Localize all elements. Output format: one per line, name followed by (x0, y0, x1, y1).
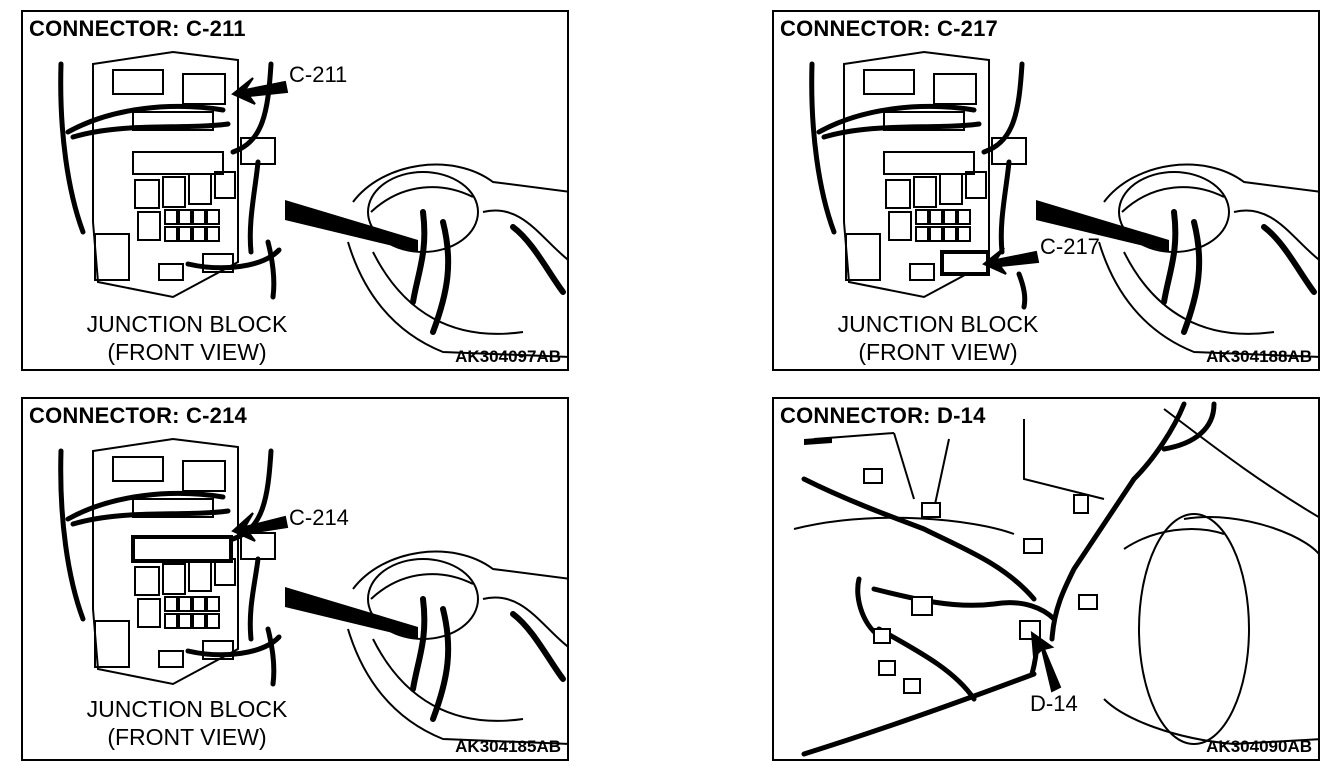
junction-block-line2: (FRONT VIEW) (858, 339, 1018, 365)
connector-callout-label: D-14 (1030, 691, 1078, 716)
panel-connector-c214: CONNECTOR: C-214 C-214 JUNCTION BLOCK (F… (21, 397, 569, 761)
connector-title: CONNECTOR: C-217 (780, 16, 998, 41)
connector-title: CONNECTOR: C-214 (29, 403, 247, 428)
junction-block-label: JUNCTION BLOCK (FRONT VIEW) (57, 310, 317, 366)
wiring-harness-illustration (793, 401, 1318, 757)
view-wedge (285, 200, 418, 252)
panel-connector-c211: CONNECTOR: C-211 C-211 JUNCTION BLOCK (F… (21, 10, 569, 371)
panel-connector-c217: CONNECTOR: C-217 C-217 JUNCTION BLOCK (F… (772, 10, 1320, 371)
connector-callout-label: C-217 (1040, 234, 1100, 259)
junction-block-line1: JUNCTION BLOCK (86, 696, 288, 722)
connector-callout-label: C-211 (289, 62, 348, 87)
junction-block-line1: JUNCTION BLOCK (837, 311, 1039, 337)
figure-code: AK304090AB (1206, 737, 1312, 756)
arrow-c214 (231, 512, 289, 542)
junction-block-line2: (FRONT VIEW) (107, 724, 267, 750)
arrow-c211 (231, 77, 289, 105)
view-wedge (285, 587, 418, 639)
panel-connector-d14: CONNECTOR: D-14 D-14 AK304090AB (772, 397, 1320, 761)
junction-block-line2: (FRONT VIEW) (107, 339, 267, 365)
highlighted-connector-c214 (131, 535, 233, 563)
figure-code: AK304188AB (1206, 347, 1312, 366)
junction-block-illustration (58, 437, 567, 745)
figure-code: AK304185AB (455, 737, 561, 756)
junction-block-label: JUNCTION BLOCK (FRONT VIEW) (57, 695, 317, 751)
arrow-d14 (1030, 630, 1062, 693)
figure-code: AK304097AB (455, 347, 561, 366)
junction-block-label: JUNCTION BLOCK (FRONT VIEW) (808, 310, 1068, 366)
connector-callout-label: C-214 (289, 505, 349, 530)
junction-block-illustration (809, 50, 1318, 358)
highlighted-connector-c217 (940, 250, 990, 276)
junction-block-line1: JUNCTION BLOCK (86, 311, 288, 337)
connector-title: CONNECTOR: D-14 (780, 403, 986, 428)
view-wedge (1036, 200, 1169, 252)
arrow-c217 (982, 247, 1040, 275)
junction-block-illustration (58, 50, 567, 358)
connector-title: CONNECTOR: C-211 (29, 16, 246, 41)
